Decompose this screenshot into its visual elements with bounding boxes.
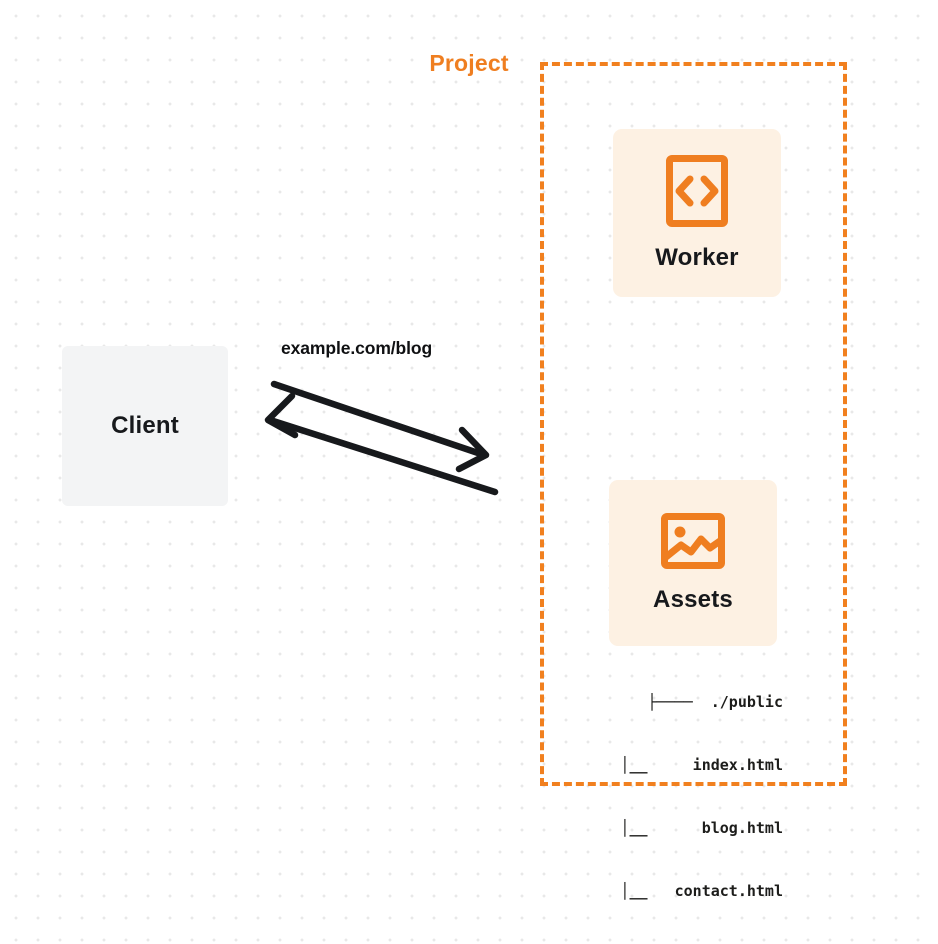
code-brackets-icon bbox=[665, 154, 729, 228]
file-tree-row: ├──── ./public bbox=[647, 693, 783, 711]
assets-card[interactable]: Assets bbox=[609, 480, 777, 646]
file-tree-row: │__ index.html bbox=[602, 756, 783, 774]
arrow-to-client-icon bbox=[264, 392, 499, 496]
worker-label: Worker bbox=[655, 244, 739, 271]
project-title-text: Project bbox=[421, 50, 517, 76]
image-icon bbox=[660, 512, 726, 570]
project-boundary bbox=[540, 62, 847, 786]
assets-label: Assets bbox=[653, 586, 733, 613]
file-tree-row: │__ contact.html bbox=[602, 882, 783, 900]
worker-card[interactable]: Worker bbox=[613, 129, 781, 297]
connection-label: example.com/blog bbox=[281, 338, 433, 358]
file-tree-row: │__ blog.html bbox=[602, 819, 783, 837]
arrow-to-project-icon bbox=[270, 380, 490, 473]
client-node[interactable]: Client bbox=[62, 346, 228, 506]
bidirectional-arrow-connector bbox=[264, 380, 499, 496]
asset-file-tree: ├──── ./public │__ index.html │__ blog.h… bbox=[588, 650, 783, 944]
client-label: Client bbox=[111, 412, 179, 439]
diagram-canvas: Client example.com/blog Project Worker bbox=[62, 50, 847, 900]
